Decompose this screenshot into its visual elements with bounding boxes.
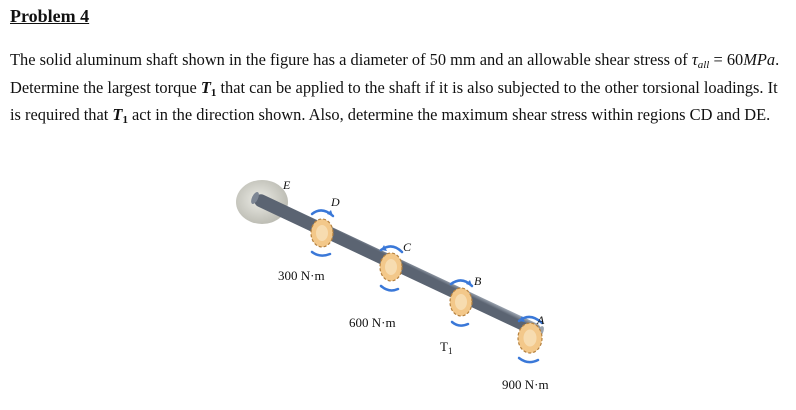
gear-b: [449, 287, 473, 317]
torque-label-900: 900 N·m: [502, 377, 549, 392]
gear-b-hub: [455, 294, 467, 310]
torque-label-t1: T1: [440, 339, 452, 356]
torque-arrow-b-bottom: [450, 320, 470, 327]
torque-label-600: 600 N·m: [349, 315, 396, 330]
label-point-c: C: [403, 240, 412, 254]
shaft-figure: E D C B A 300 N·m 600 N·m 900 N·m T1: [236, 178, 549, 392]
statement-part-5: act in the direction shown. Also, determ…: [127, 105, 771, 124]
torque-subscript: 1: [210, 86, 217, 99]
arrowhead-d: [327, 210, 333, 216]
gear-a-hub: [523, 329, 537, 347]
t1-symbol: T: [440, 339, 448, 354]
torque-label-300: 300 N·m: [278, 268, 325, 283]
torque-arrow-d-bottom: [310, 250, 332, 257]
torque-arrow-c-bottom: [379, 284, 400, 292]
shaft-end-e: [251, 191, 259, 205]
label-point-d: D: [330, 195, 340, 209]
statement-part-4: that can be applied to the shaft if it i…: [10, 77, 778, 125]
arrowhead-c: [381, 245, 387, 251]
gear-a: [517, 322, 543, 354]
label-point-a: A: [536, 313, 545, 327]
torque-symbol-2: T: [112, 105, 123, 124]
arrowhead-a: [519, 316, 525, 322]
problem-title: Problem 4: [10, 6, 90, 26]
torque-arrowheads: [327, 210, 525, 322]
stress-unit: MPa: [743, 50, 776, 69]
label-point-b: B: [474, 274, 482, 288]
tau-symbol: τ: [691, 50, 698, 69]
tau-subscript: all: [697, 59, 710, 71]
torque-arrows: [310, 209, 544, 364]
gear-c: [379, 252, 403, 282]
torque-arrow-a-bottom: [517, 356, 540, 364]
torque-symbol: T: [200, 77, 211, 97]
statement-part-1: The solid aluminum shaft shown in the fi…: [10, 50, 692, 69]
torque-subscript-2: 1: [122, 114, 128, 126]
problem-statement: The solid aluminum shaft shown in the fi…: [10, 49, 780, 132]
label-point-e: E: [282, 178, 291, 192]
gear-d-hub: [316, 225, 328, 241]
statement-part-2: = 60: [709, 50, 744, 69]
gear-d: [310, 218, 334, 248]
gear-c-hub: [385, 259, 397, 275]
arrowhead-b: [466, 280, 472, 286]
t1-subscript: 1: [448, 346, 453, 356]
statement-part-3: . Determine the largest torque: [10, 50, 780, 97]
